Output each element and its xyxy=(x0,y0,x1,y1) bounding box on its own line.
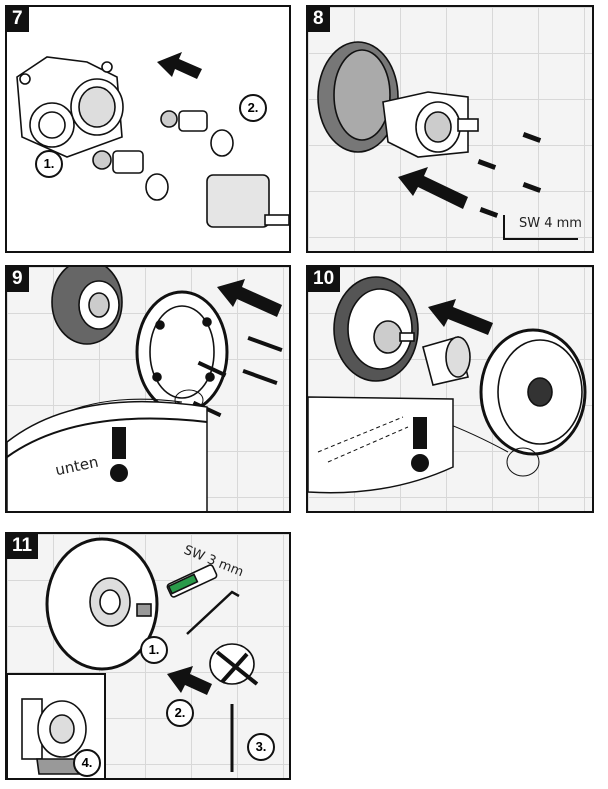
step-number: 7 xyxy=(7,7,29,32)
direction-arrow xyxy=(398,167,468,209)
direction-arrow xyxy=(428,299,493,335)
step-marker: 2. xyxy=(239,94,267,122)
step-marker: 4. xyxy=(73,749,101,777)
step-10-panel: 10 xyxy=(306,265,594,513)
step-9-panel: 9 unten xyxy=(5,265,291,513)
wall-plate-illustration xyxy=(7,267,283,511)
step-marker: 2. xyxy=(166,699,194,727)
step-marker: 1. xyxy=(35,150,63,178)
step-marker: 3. xyxy=(247,733,275,761)
step-8-panel: 8 SW 4 mm xyxy=(306,5,594,253)
step-number: 11 xyxy=(7,534,39,559)
direction-arrow xyxy=(167,666,212,695)
valve-body-illustration xyxy=(16,52,289,228)
direction-arrow xyxy=(157,52,202,79)
step-11-panel: 11 SW 3 mm 1. 2. 3. 4. xyxy=(5,532,291,780)
allen-key-icon xyxy=(503,215,578,240)
handle-assembly-illustration xyxy=(7,537,259,778)
step-number: 10 xyxy=(308,267,341,292)
direction-arrow xyxy=(217,279,282,317)
step-number: 9 xyxy=(7,267,29,292)
step-number: 8 xyxy=(308,7,330,32)
cover-plate-illustration xyxy=(308,276,587,494)
step-marker: 1. xyxy=(140,636,168,664)
step-7-panel: 7 1. 2. xyxy=(5,5,291,253)
mounting-plate-illustration xyxy=(317,41,578,240)
tool-size-label: SW 4 mm xyxy=(519,216,582,231)
